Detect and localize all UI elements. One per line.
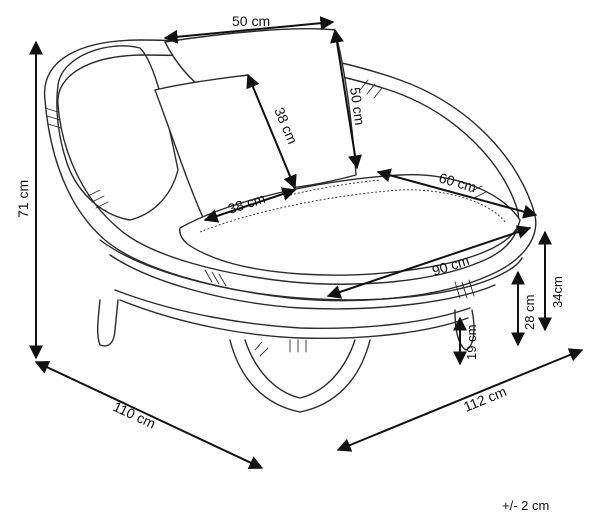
pillow-width-label: 50 cm (232, 13, 270, 29)
total-height-label: 71 cm (15, 180, 31, 218)
base-hoop (229, 339, 371, 413)
pillow-height-line (330, 28, 362, 170)
base-hoop-inner (244, 339, 356, 399)
pillow-width-line (163, 16, 335, 44)
width-label: 112 cm (461, 383, 509, 415)
papasan-chair (43, 28, 537, 413)
tolerance-note: +/- 2 cm (502, 498, 549, 513)
seat-depth-line (376, 168, 538, 219)
cushion-height-line (246, 73, 297, 190)
base-rail (114, 289, 471, 329)
base-rail-lower (119, 299, 469, 339)
depth-label: 110 cm (111, 398, 158, 431)
back-cushion (56, 45, 179, 221)
cushion-width-line (203, 187, 297, 223)
left-leg (97, 299, 119, 347)
depth-line (34, 361, 264, 469)
seat-height-label: 28 cm (522, 295, 537, 330)
leg-height-label: 19 cm (464, 325, 479, 360)
width-line (336, 348, 584, 452)
seat-width-line (326, 225, 532, 299)
arm-height-label: 34cm (550, 276, 565, 308)
pillow-height-label: 50 cm (347, 86, 368, 126)
seat-shadow (289, 179, 381, 196)
dimension-lines (29, 16, 584, 469)
